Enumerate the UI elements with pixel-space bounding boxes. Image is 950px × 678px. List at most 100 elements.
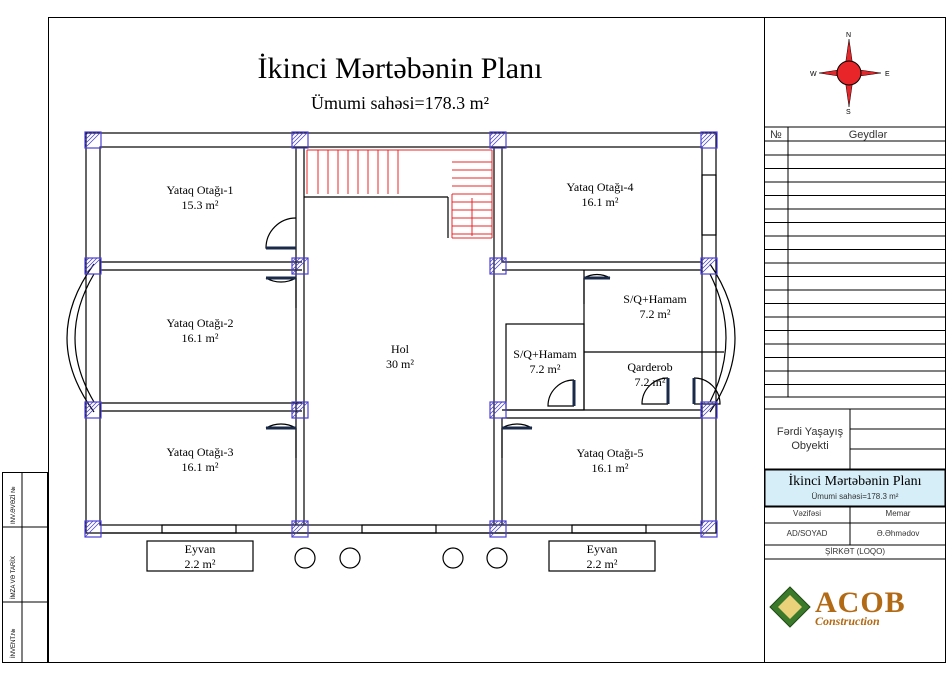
column-hatch: [489, 131, 495, 137]
column-hatch: [700, 131, 714, 145]
company-label: ŞİRKƏT (LOQO): [824, 547, 886, 556]
column-hatch: [700, 401, 706, 407]
column-hatch: [84, 257, 98, 271]
column-hatch: [84, 131, 102, 149]
room-name: S/Q+Hamam: [623, 292, 687, 306]
room-area: 7.2 m²: [634, 375, 666, 389]
column-hatch: [291, 401, 309, 419]
column-hatch: [291, 131, 305, 145]
room-name: Yataq Otağı-2: [166, 316, 234, 330]
title-block-grid: N S W E: [764, 32, 946, 628]
room-name: Hol: [391, 342, 409, 356]
column-hatch: [489, 131, 499, 141]
plan-total-area: Ümumi sahəsi=178.3 m²: [310, 93, 490, 113]
column-hatch: [489, 520, 507, 538]
compass-w: W: [810, 71, 817, 78]
room-area: 16.1 m²: [591, 461, 629, 475]
column-hatch: [489, 131, 507, 149]
drawing-subtitle: Ümumi sahəsi=178.3 m²: [811, 492, 899, 501]
room-name: S/Q+Hamam: [513, 347, 577, 361]
column-hatch: [700, 401, 710, 411]
column-hatch: [84, 401, 90, 407]
column-hatch: [489, 401, 507, 419]
compass-rose: N S W E: [810, 32, 890, 116]
column-hatch: [84, 520, 102, 538]
column-hatch: [700, 257, 714, 271]
room-name: Yataq Otağı-3: [166, 445, 234, 459]
object-label: Fərdi Yaşayış Obyekti: [776, 426, 844, 452]
column-hatch: [700, 257, 710, 267]
structural-columns: [84, 131, 718, 538]
room-area: 7.2 m²: [639, 307, 671, 321]
column-hatch: [700, 520, 710, 530]
column-hatch: [84, 401, 102, 419]
plan-title: İkinci Mərtəbənin Planı: [257, 52, 543, 85]
column-hatch: [291, 257, 297, 263]
column-hatch: [700, 131, 706, 137]
imza-label: İMZA VƏ TARİX: [10, 556, 17, 599]
room-area: 7.2 m²: [529, 362, 561, 376]
title-block: [764, 17, 946, 663]
column-hatch: [291, 131, 309, 149]
name-label: AD/SOYAD: [786, 529, 828, 538]
column-hatch: [700, 131, 710, 141]
column-hatch: [700, 257, 706, 263]
column-hatch: [84, 520, 90, 526]
room-area: 2.2 m²: [586, 557, 618, 571]
column-hatch: [84, 131, 90, 137]
column-hatch: [84, 401, 94, 411]
drawing-sheet-border: [48, 17, 946, 663]
column-hatch: [291, 257, 305, 271]
column-hatch: [700, 520, 718, 538]
column-hatch: [84, 131, 94, 141]
column-hatch: [489, 131, 503, 145]
floor-plan: [66, 131, 736, 572]
column-hatch: [84, 257, 94, 267]
company-logo: [769, 586, 811, 628]
column-hatch: [291, 401, 301, 411]
column-hatch: [291, 131, 297, 137]
inv-dubl-label: INV.ƏVƏZİ №: [10, 486, 17, 524]
room-name: Yataq Otağı-1: [166, 183, 234, 197]
logo-main-text: ACOB: [815, 586, 906, 619]
column-hatch: [489, 401, 499, 411]
invent-label: İNVENT.№: [10, 629, 17, 658]
column-hatch: [291, 520, 309, 538]
column-hatch: [291, 131, 301, 141]
column-hatch: [291, 520, 297, 526]
column-hatch: [489, 520, 495, 526]
column-hatch: [700, 131, 718, 149]
column-hatch: [489, 520, 499, 530]
drawing-title: İkinci Mərtəbənin Planı: [788, 474, 922, 489]
column-hatch: [489, 257, 507, 275]
left-signature-strip: INV.ƏVƏZİ № İMZA VƏ TARİX İNVENT.№: [2, 472, 48, 663]
column-hatch: [84, 520, 98, 534]
column-hatch: [84, 401, 98, 415]
column-hatch: [700, 401, 718, 419]
position-label: Vəzifəsi: [792, 509, 821, 518]
column-hatch: [84, 257, 102, 275]
column-hatch: [489, 520, 503, 534]
column-hatch: [489, 257, 495, 263]
column-hatch: [291, 401, 297, 407]
column-hatch: [700, 520, 714, 534]
column-hatch: [291, 401, 305, 415]
position-value: Memar: [885, 509, 911, 518]
room-area: 16.1 m²: [581, 195, 619, 209]
room-area: 30 m²: [386, 357, 414, 371]
logo-sub-text: Construction: [815, 614, 880, 628]
column-hatch: [489, 401, 503, 415]
column-hatch: [700, 401, 714, 415]
column-hatch: [489, 257, 503, 271]
column-hatch: [489, 257, 499, 267]
column-hatch: [84, 257, 90, 263]
